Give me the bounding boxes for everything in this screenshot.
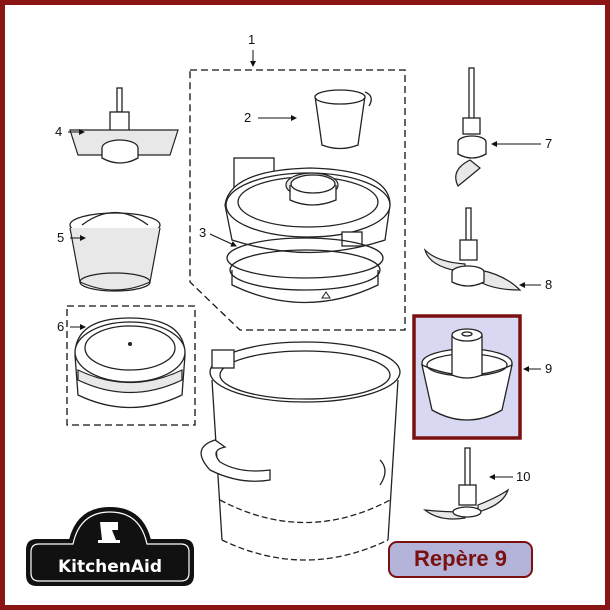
part-7-blade-shaft [455, 67, 487, 187]
callout-8: 8 [545, 277, 552, 292]
part-10-multipurpose-blade [423, 447, 510, 520]
kitchenaid-logo: KitchenAid [26, 506, 194, 586]
svg-text:KitchenAid: KitchenAid [58, 557, 162, 577]
main-cooking-bowl [200, 341, 401, 561]
callout-10: 10 [516, 469, 530, 484]
callout-9: 9 [545, 361, 552, 376]
callout-7: 7 [545, 136, 552, 151]
assembly-1-outline [189, 69, 406, 331]
callout-5: 5 [57, 230, 64, 245]
part-6-cover [74, 317, 186, 409]
callout-6: 6 [57, 319, 64, 334]
assembly-6-outline [66, 305, 196, 426]
part-3-lid-assembly [224, 157, 391, 304]
part-2-feed-cup [314, 89, 372, 150]
part-4-dough-blade [69, 87, 179, 164]
exploded-view: 1 2 3 4 5 [26, 32, 552, 586]
callout-1: 1 [248, 32, 255, 47]
callout-3: 3 [199, 225, 206, 240]
callout-4: 4 [55, 124, 62, 139]
callout-2: 2 [244, 110, 251, 125]
part-9-work-bowl-highlight [412, 314, 522, 440]
part-5-steamer-basket [69, 212, 161, 292]
part-8-chopping-blade [423, 207, 522, 291]
reference-badge: Repère 9 [388, 541, 533, 578]
